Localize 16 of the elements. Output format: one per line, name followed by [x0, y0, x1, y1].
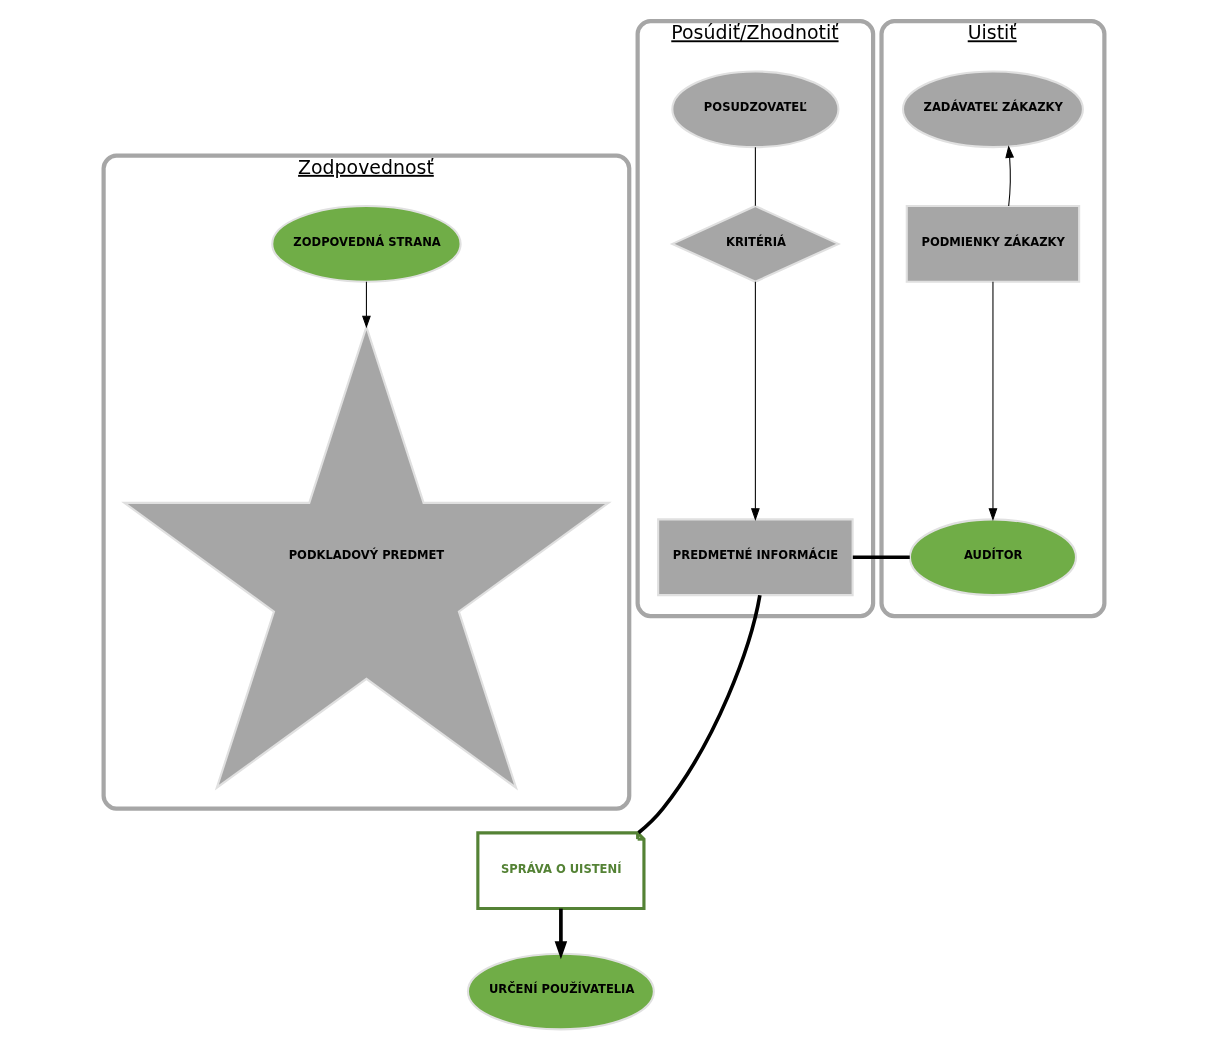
arrow	[361, 281, 371, 329]
arrow	[750, 281, 760, 521]
node-ellipse: ZODPOVEDNÁ STRANA	[270, 205, 462, 283]
node-diamond: KRITÉRIÁ	[669, 204, 841, 283]
node-ellipse: ZADÁVATEĽ ZÁKAZKY	[901, 70, 1084, 149]
arrow	[988, 281, 997, 521]
node-box: PODMIENKY ZÁKAZKY	[905, 205, 1080, 283]
node-ellipse: AUDÍTOR	[908, 518, 1077, 597]
connector	[754, 146, 756, 207]
connector	[636, 594, 762, 835]
node-ellipse: URČENÍ POUŽÍVATELIA	[466, 952, 655, 1031]
connector	[852, 555, 910, 560]
arrow	[1004, 145, 1014, 207]
node-box: PREDMETNÉ INFORMÁCIE	[656, 518, 854, 597]
arrow	[554, 908, 567, 960]
node-ellipse: POSUDZOVATEĽ	[670, 70, 839, 149]
